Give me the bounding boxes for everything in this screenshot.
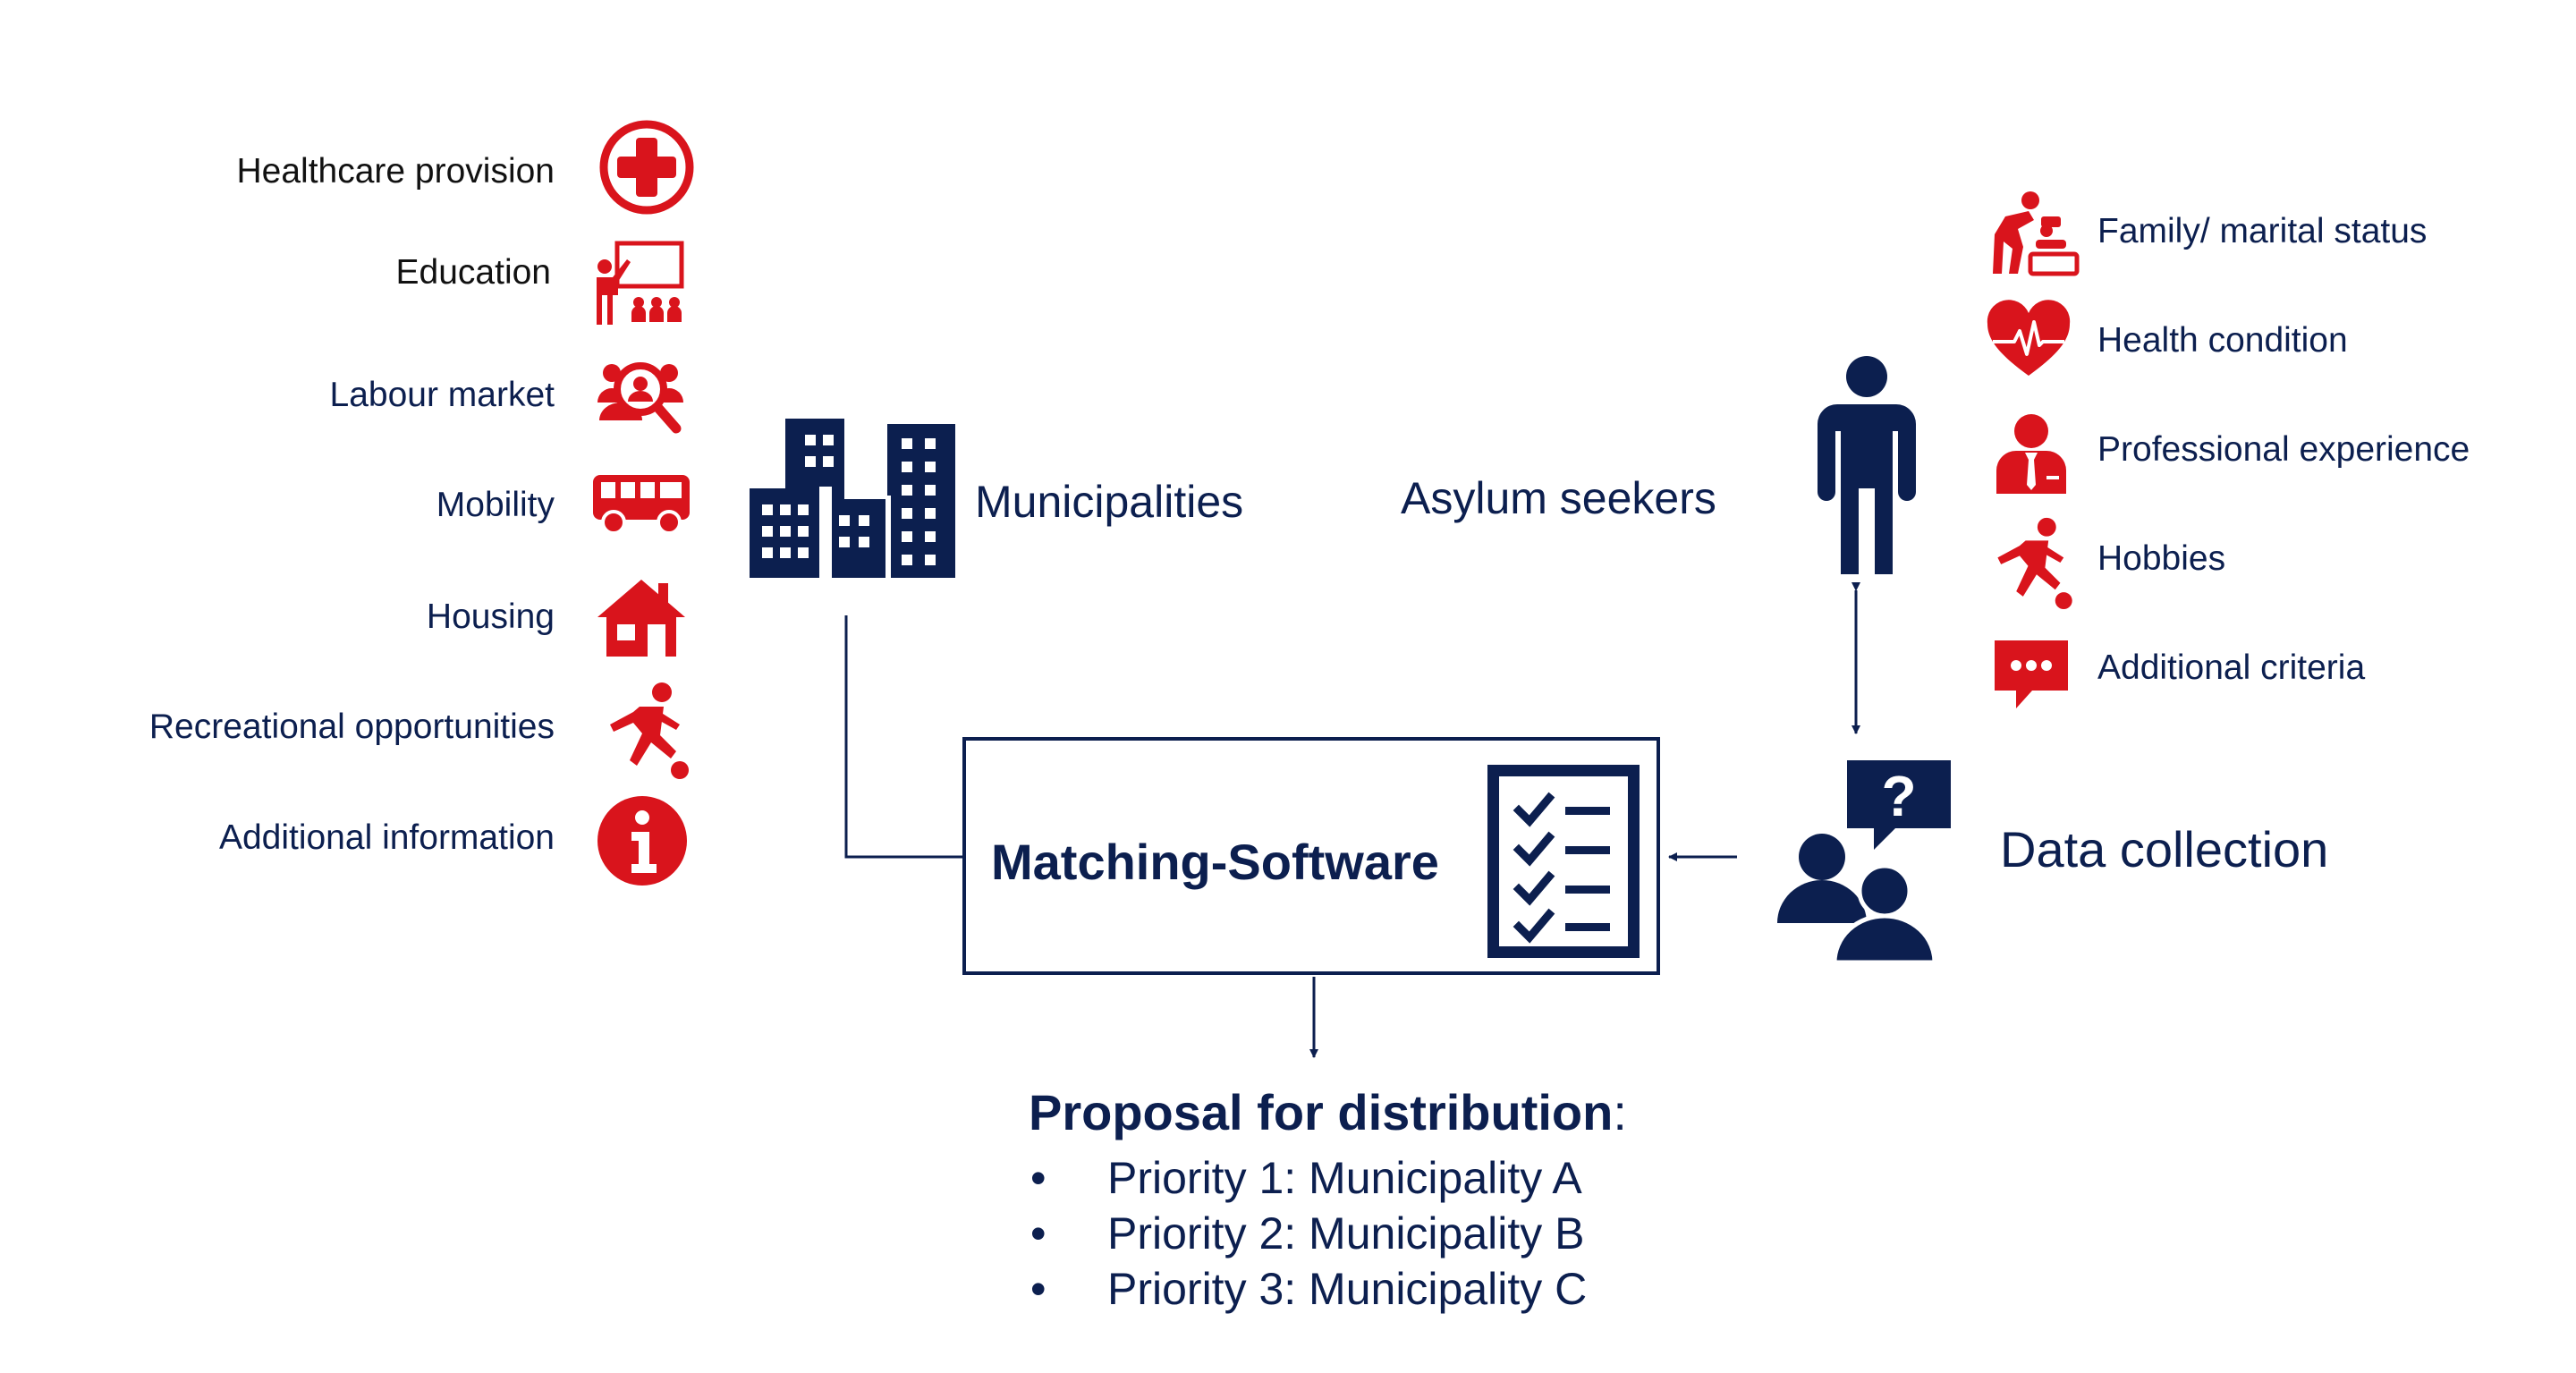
- person-icon: [1818, 356, 1916, 574]
- matching-software-label: Matching-Software: [991, 834, 1439, 890]
- criterion-additional-label: Additional information: [218, 818, 555, 857]
- criterion-labour-label: Labour market: [329, 376, 555, 414]
- speech-bubble-icon: [1995, 640, 2068, 708]
- job-search-icon: [597, 362, 683, 434]
- proposal-bullet: •: [1030, 1153, 1046, 1203]
- bus-icon: [593, 475, 690, 535]
- medical-cross-icon: [599, 120, 694, 215]
- municipalities-label: Municipalities: [975, 477, 1244, 527]
- proposal-title-colon: :: [1613, 1084, 1627, 1140]
- proposal-title-text: Proposal for distribution: [1029, 1084, 1614, 1140]
- criterion-housing-label: Housing: [426, 598, 555, 636]
- criterion-professional-label: Professional experience: [2097, 430, 2470, 469]
- criterion-education-label: Education: [395, 253, 551, 292]
- info-icon: [597, 796, 687, 886]
- sports-icon: [610, 682, 689, 779]
- proposal-item: Priority 1: Municipality A: [1107, 1153, 1582, 1203]
- svg-text:?: ?: [1881, 764, 1916, 828]
- criterion-family-label: Family/ marital status: [2097, 212, 2428, 250]
- criterion-mobility-label: Mobility: [436, 486, 555, 524]
- professional-icon: [1996, 414, 2066, 494]
- interview-icon: ?: [1777, 760, 1951, 965]
- proposal-bullet: •: [1030, 1208, 1046, 1259]
- proposal-item: Priority 2: Municipality B: [1107, 1208, 1585, 1259]
- criterion-healthcare-label: Healthcare provision: [236, 152, 555, 191]
- criterion-additional-label: Additional criteria: [2097, 648, 2366, 687]
- criterion-health-label: Health condition: [2097, 321, 2348, 360]
- checklist-icon: [1487, 765, 1640, 958]
- proposal-item: Priority 3: Municipality C: [1107, 1264, 1588, 1314]
- hobbies-sports-icon: [1997, 517, 2072, 610]
- municipalities-to-software-line: [844, 615, 962, 859]
- criterion-hobbies-label: Hobbies: [2097, 539, 2226, 578]
- heart-pulse-icon: [1987, 300, 2071, 376]
- teacher-classroom-icon: [597, 241, 684, 325]
- house-icon: [597, 580, 685, 657]
- criterion-recreation-label: Recreational opportunities: [148, 708, 555, 746]
- proposal-bullet: •: [1030, 1264, 1046, 1314]
- family-icon: [1993, 191, 2080, 276]
- data-collection-label: Data collection: [2000, 821, 2329, 877]
- buildings-icon: [750, 419, 955, 578]
- matching-software-box: Matching-Software: [962, 737, 1660, 975]
- asylum-seekers-label: Asylum seekers: [1401, 473, 1716, 523]
- proposal-title: Proposal for distribution:: [1029, 1088, 1627, 1138]
